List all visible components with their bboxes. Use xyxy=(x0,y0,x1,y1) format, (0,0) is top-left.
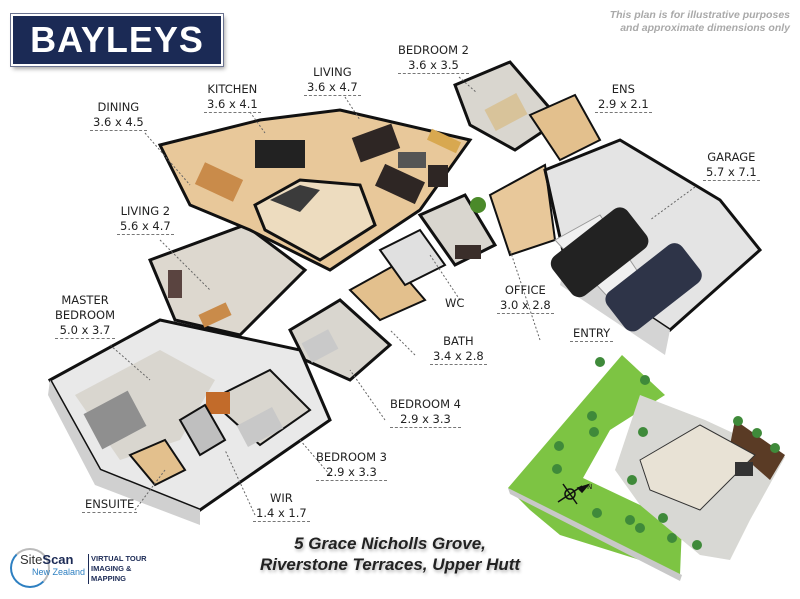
leader-lines xyxy=(109,76,696,516)
house-floorplan xyxy=(47,60,763,525)
room-dims: 3.6 x 4.5 xyxy=(90,115,147,131)
room-label-bedroom-2: BEDROOM 2 3.6 x 3.5 xyxy=(398,43,469,74)
room-name: LIVING xyxy=(313,65,352,79)
room-name: BEDROOM 2 xyxy=(398,43,469,57)
address-line-1: 5 Grace Nicholls Grove, xyxy=(294,534,486,553)
room-name: WC xyxy=(445,296,465,310)
sitescan-logo: SiteScan New Zealand VIRTUAL TOUR IMAGIN… xyxy=(8,548,168,588)
room-name: GARAGE xyxy=(707,150,756,164)
room-label-living-2: LIVING 2 5.6 x 4.7 xyxy=(117,204,174,235)
room-label-bedroom-3: BEDROOM 3 2.9 x 3.3 xyxy=(316,450,387,481)
room-dims: 5.6 x 4.7 xyxy=(117,219,174,235)
sitescan-bold: Scan xyxy=(42,552,74,567)
room-label-master-bedroom: MASTER BEDROOM 5.0 x 3.7 xyxy=(55,293,116,339)
room-dims: 5.7 x 7.1 xyxy=(703,165,760,181)
room-label-dining: DINING 3.6 x 4.5 xyxy=(90,100,147,131)
disclaimer-line-1: This plan is for illustrative purposes xyxy=(609,9,790,21)
room-label-ens: ENS 2.9 x 2.1 xyxy=(595,82,652,113)
room-name-line-2: BEDROOM xyxy=(55,308,116,322)
room-name: BEDROOM 3 xyxy=(316,450,387,464)
room-name: WIR xyxy=(269,491,293,505)
room-dims: 3.4 x 2.8 xyxy=(430,349,487,365)
bayleys-logo: BAYLEYS xyxy=(10,13,224,67)
compass-icon xyxy=(557,483,591,505)
room-label-garage: GARAGE 5.7 x 7.1 xyxy=(703,150,760,181)
room-label-entry: ENTRY xyxy=(570,326,614,342)
address-line-2: Riverstone Terraces, Upper Hutt xyxy=(259,555,521,574)
sitescan-tag-2: IMAGING & MAPPING xyxy=(91,564,132,583)
property-address: 5 Grace Nicholls Grove, Riverstone Terra… xyxy=(240,533,540,575)
disclaimer-line-2: and approximate dimensions only xyxy=(620,22,790,34)
room-name: LIVING 2 xyxy=(120,204,171,218)
room-dims: 3.6 x 3.5 xyxy=(398,58,469,74)
room-name: BATH xyxy=(443,334,474,348)
room-dims: 2.9 x 3.3 xyxy=(390,412,461,428)
sitescan-tagline: VIRTUAL TOUR IMAGING & MAPPING xyxy=(88,554,168,584)
room-name: ENS xyxy=(611,82,635,96)
room-label-office: OFFICE 3.0 x 2.8 xyxy=(497,283,554,314)
disclaimer: This plan is for illustrative purposes a… xyxy=(590,9,790,35)
room-dims: 5.0 x 3.7 xyxy=(55,323,116,339)
site-plan-inset: N xyxy=(508,355,785,581)
room-label-living: LIVING 3.6 x 4.7 xyxy=(304,65,361,96)
sitescan-tag-1: VIRTUAL TOUR xyxy=(91,554,147,563)
sitescan-prefix: Site xyxy=(20,552,43,567)
room-dims: 3.6 x 4.7 xyxy=(304,80,361,96)
room-label-wir: WIR 1.4 x 1.7 xyxy=(253,491,310,522)
sitescan-region: New Zealand xyxy=(32,567,86,577)
room-name: ENSUITE xyxy=(82,497,138,513)
room-label-kitchen: KITCHEN 3.6 x 4.1 xyxy=(204,82,261,113)
room-label-bedroom-4: BEDROOM 4 2.9 x 3.3 xyxy=(390,397,461,428)
room-name: OFFICE xyxy=(504,283,546,297)
room-dims: 2.9 x 3.3 xyxy=(316,465,387,481)
room-name: BEDROOM 4 xyxy=(390,397,461,411)
svg-text:N: N xyxy=(587,483,592,491)
room-name-line-1: MASTER xyxy=(61,293,109,307)
room-label-bath: BATH 3.4 x 2.8 xyxy=(430,334,487,365)
room-dims: 3.0 x 2.8 xyxy=(497,298,554,314)
room-name: ENTRY xyxy=(570,326,614,342)
room-name: KITCHEN xyxy=(207,82,258,96)
room-name: DINING xyxy=(97,100,140,114)
room-label-ensuite: ENSUITE xyxy=(82,497,138,513)
logo-text: BAYLEYS xyxy=(30,19,204,60)
room-label-wc: WC xyxy=(445,296,464,311)
room-dims: 1.4 x 1.7 xyxy=(253,506,310,522)
room-dims: 2.9 x 2.1 xyxy=(595,97,652,113)
sitescan-arc-icon xyxy=(10,548,50,588)
room-dims: 3.6 x 4.1 xyxy=(204,97,261,113)
sitescan-wordmark: SiteScan xyxy=(20,552,73,567)
